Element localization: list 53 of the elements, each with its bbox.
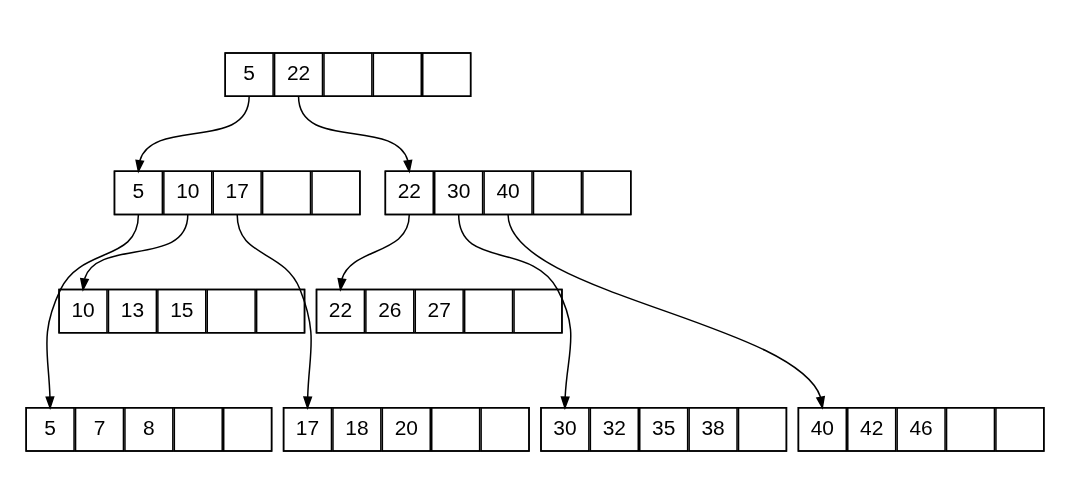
node-box	[532, 170, 583, 216]
node-box: 8	[124, 406, 174, 452]
arrow	[337, 213, 411, 292]
node-box: 18	[332, 406, 382, 452]
node-box: 38	[688, 406, 738, 452]
node-box	[463, 288, 514, 334]
node-box	[995, 406, 1045, 452]
node-box: 26	[365, 288, 415, 334]
arrow	[79, 213, 189, 292]
node-box: 30	[434, 170, 484, 216]
node-box: 22	[273, 52, 324, 98]
node-box	[945, 406, 996, 452]
node-box	[513, 288, 563, 334]
arrow	[457, 213, 572, 410]
node-box: 46	[896, 406, 946, 452]
node-box: 5	[224, 52, 274, 98]
node-box: 5	[113, 170, 164, 216]
node-box: 40	[797, 406, 848, 452]
arrow	[45, 213, 140, 410]
node-box: 10	[58, 288, 108, 334]
node-box: 40	[483, 170, 533, 216]
arrow	[135, 95, 250, 174]
node-box	[206, 288, 256, 334]
node-box	[255, 288, 306, 334]
node-box: 17	[212, 170, 262, 216]
node-box: 13	[107, 288, 158, 334]
node-box: 22	[315, 288, 366, 334]
node-box	[582, 170, 632, 216]
node-box	[480, 406, 530, 452]
node-box: 17	[282, 406, 333, 452]
node-box: 27	[414, 288, 464, 334]
node-box: 10	[163, 170, 213, 216]
node-box	[173, 406, 223, 452]
arrow	[297, 95, 413, 174]
node-box	[422, 52, 472, 98]
arrow	[236, 213, 313, 410]
node-box: 7	[74, 406, 125, 452]
node-box: 22	[384, 170, 434, 216]
node-box	[372, 52, 422, 98]
arrow	[507, 213, 826, 410]
node-box: 15	[157, 288, 207, 334]
node-box	[222, 406, 273, 452]
node-box	[261, 170, 312, 216]
node-box: 42	[847, 406, 897, 452]
node-box: 20	[381, 406, 431, 452]
node-box: 30	[540, 406, 590, 452]
node-box: 5	[25, 406, 75, 452]
node-box: 35	[639, 406, 689, 452]
node-box	[431, 406, 481, 452]
node-box	[311, 170, 361, 216]
node-box	[737, 406, 788, 452]
node-box	[323, 52, 373, 98]
node-box: 32	[589, 406, 639, 452]
